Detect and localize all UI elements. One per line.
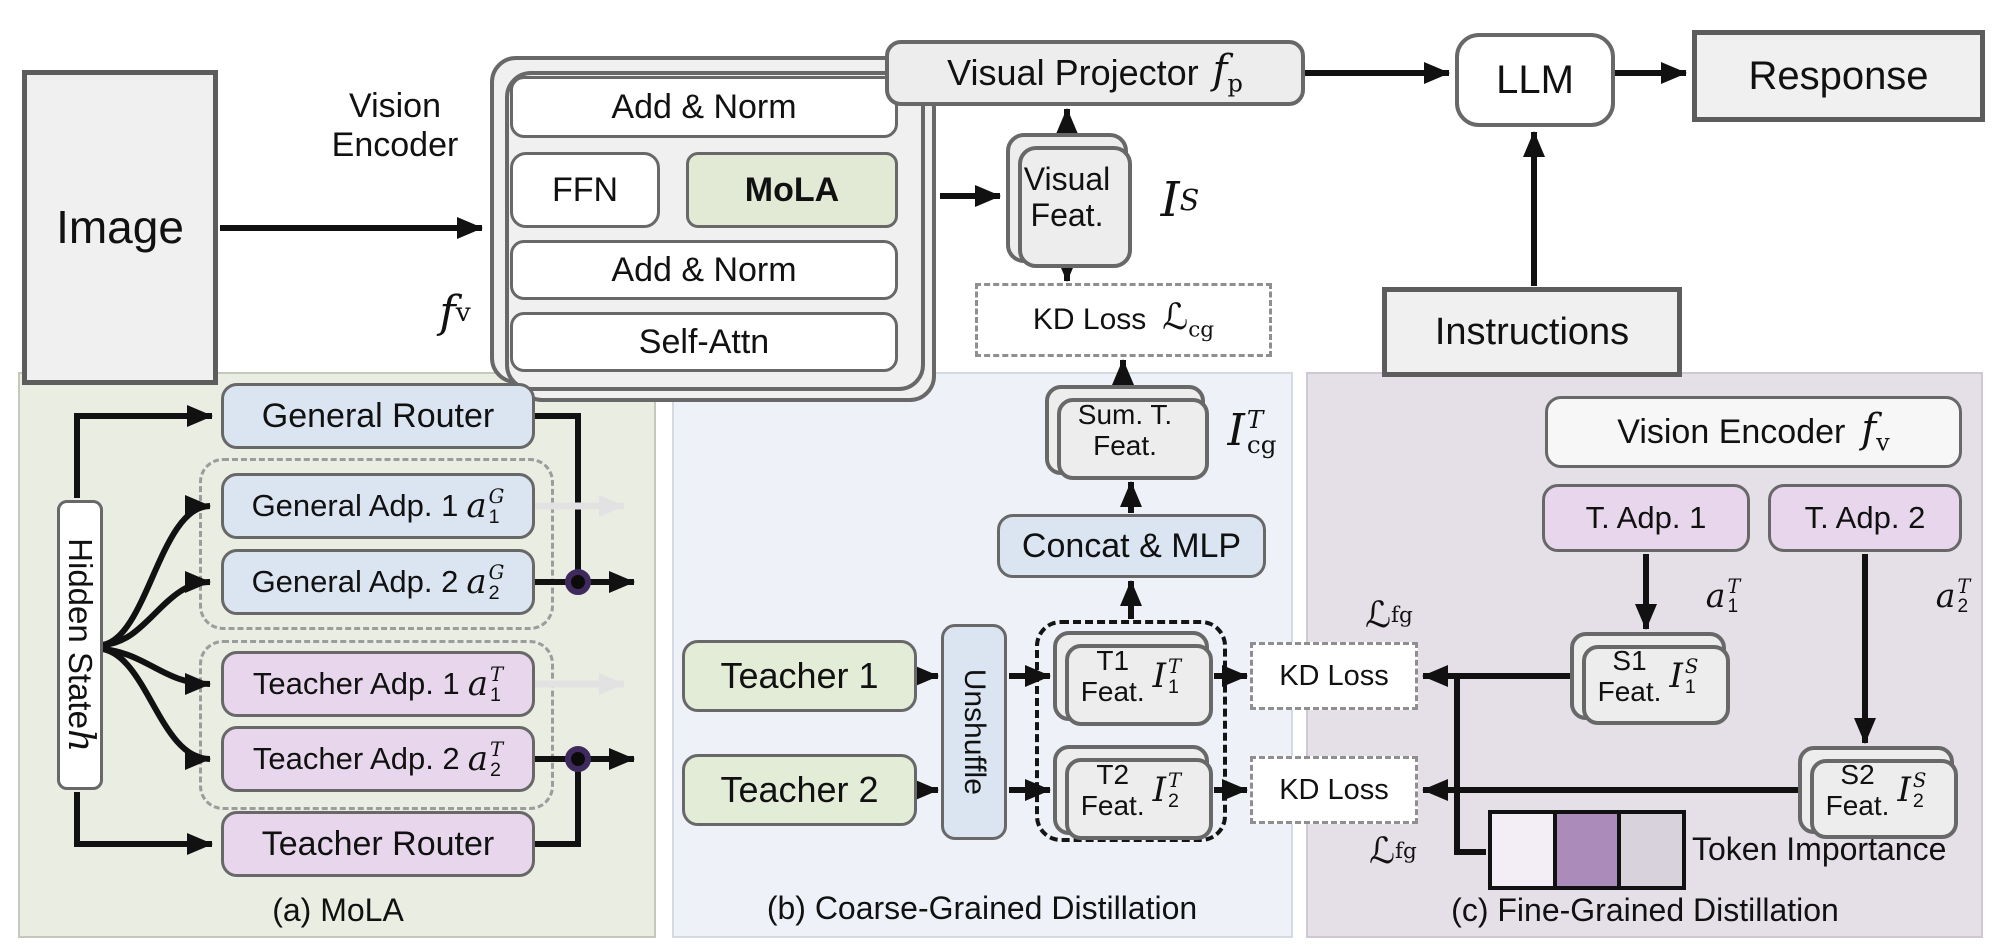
token-cell-1 bbox=[1492, 814, 1553, 886]
teacher-2-box: Teacher 2 bbox=[682, 754, 917, 826]
image-box: Image bbox=[22, 70, 218, 385]
llm-box: LLM bbox=[1455, 33, 1615, 127]
hidden-state-label: Hidden Stateh bbox=[60, 538, 102, 752]
self-attn-box: Self-Attn bbox=[510, 312, 898, 372]
kd-loss-cg-box: KD Loss ℒcg bbox=[975, 283, 1272, 357]
add-norm-bottom-box: Add & Norm bbox=[510, 240, 898, 300]
image-label: Image bbox=[56, 200, 184, 253]
t-adp-1-box: T. Adp. 1 bbox=[1542, 484, 1750, 552]
teacher-router-box: Teacher Router bbox=[221, 811, 535, 877]
panel-a-caption: (a) MoLA bbox=[272, 892, 404, 928]
vision-encoder-c-box: Vision Encoder fv bbox=[1545, 396, 1962, 468]
teacher-feature-group-outline bbox=[1035, 620, 1227, 842]
general-router-box: General Router bbox=[221, 383, 535, 449]
unshuffle-box: Unshuffle bbox=[941, 624, 1007, 840]
panel-b-caption: (b) Coarse-Grained Distillation bbox=[766, 890, 1198, 926]
vision-encoder-caption: Vision Encoder bbox=[331, 86, 459, 164]
token-cell-3 bbox=[1617, 814, 1683, 886]
mola-box: MoLA bbox=[686, 152, 898, 228]
add-norm-top-box: Add & Norm bbox=[510, 76, 898, 138]
visual-feat-box: Visual Feat. bbox=[1006, 133, 1128, 263]
panel-c-caption: (c) Fine-Grained Distillation bbox=[1451, 892, 1839, 928]
kd-loss-fg-2-box: KD Loss bbox=[1250, 756, 1418, 824]
token-cell-2 bbox=[1552, 814, 1618, 886]
teacher-1-box: Teacher 1 bbox=[682, 640, 917, 712]
concat-mlp-box: Concat & MLP bbox=[997, 514, 1266, 578]
token-importance-cells bbox=[1488, 810, 1686, 890]
visual-projector-box: Visual Projector fp bbox=[885, 40, 1305, 106]
kd-loss-fg-1-box: KD Loss bbox=[1250, 642, 1418, 710]
t-adp-2-box: T. Adp. 2 bbox=[1768, 484, 1962, 552]
instructions-box: Instructions bbox=[1382, 287, 1682, 377]
response-box: Response bbox=[1692, 30, 1985, 122]
hidden-state-box: Hidden Stateh bbox=[57, 500, 103, 790]
ffn-box: FFN bbox=[510, 152, 660, 228]
sum-teacher-feat-box: Sum. T. Feat. bbox=[1045, 385, 1205, 475]
token-importance-label: Token Importance bbox=[1692, 831, 1947, 868]
